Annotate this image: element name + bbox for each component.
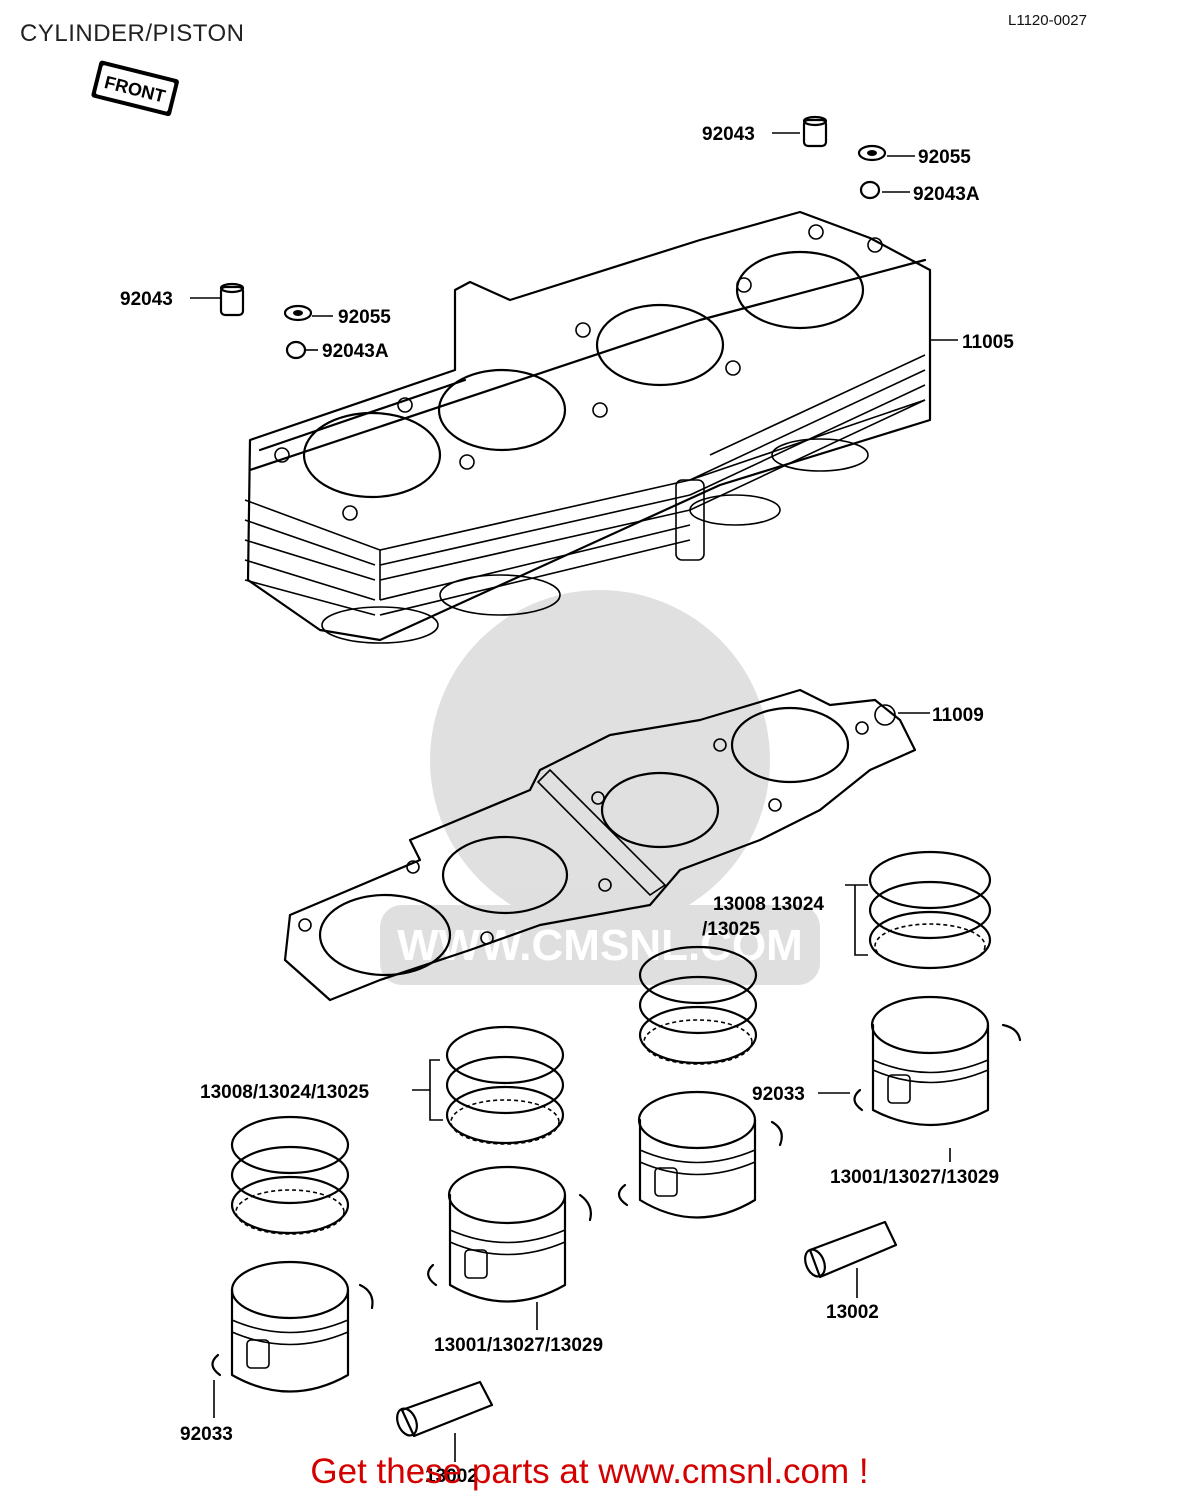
piston-far-left: [230, 1260, 350, 1393]
dowel-pin-left: [219, 282, 245, 317]
label-rings-right-a: 13008 13024: [713, 894, 824, 915]
piston-pin-right: [804, 1220, 898, 1279]
label-92043a-left: 92043A: [322, 341, 389, 362]
svg-text:WWW.CMSNL.COM: WWW.CMSNL.COM: [397, 921, 803, 970]
circlips: [211, 1023, 1022, 1377]
dowel-pin-top: [802, 115, 828, 148]
leader-lines: [190, 132, 958, 1462]
label-piston-mid: 13001/13027/13029: [434, 1335, 603, 1356]
label-11005: 11005: [962, 332, 1014, 353]
label-92055-left: 92055: [338, 307, 391, 328]
label-clip-left: 92033: [180, 1424, 233, 1445]
oring-left: [285, 340, 307, 360]
label-clip-right: 92033: [752, 1084, 805, 1105]
label-11009: 11009: [932, 705, 984, 726]
piston-mid: [637, 1090, 757, 1219]
cylinder-block: [244, 210, 932, 644]
label-pin-left: 13002: [425, 1466, 478, 1487]
piston-rings-far-left: [230, 1115, 350, 1235]
label-92043a-top: 92043A: [913, 184, 980, 205]
seal-left: [283, 304, 313, 322]
diagram-title: CYLINDER/PISTON: [20, 20, 245, 47]
cylinder-gasket: [283, 688, 917, 1002]
part-labels: 92043 92055 92043A 92043 92055 92043A 11…: [120, 124, 1014, 1487]
footer-link[interactable]: Get these parts at www.cmsnl.com !: [310, 1452, 869, 1491]
piston-left: [447, 1165, 567, 1303]
label-92055-top: 92055: [918, 147, 971, 168]
label-piston-right: 13001/13027/13029: [830, 1167, 999, 1188]
label-92043-top: 92043: [702, 124, 755, 145]
piston-rings-right: [868, 850, 992, 970]
front-tag: FRONT: [91, 60, 179, 117]
seal-top: [857, 144, 887, 162]
label-pin-right: 13002: [826, 1302, 879, 1323]
label-rings-left: 13008/13024/13025: [200, 1082, 369, 1103]
label-rings-right-b: /13025: [702, 919, 761, 940]
diagram-code: L1120-0027: [1008, 12, 1087, 29]
oring-top: [859, 180, 881, 200]
piston-right: [870, 995, 990, 1127]
label-92043-left: 92043: [120, 289, 173, 310]
watermark: WWW.CMSNL.COM: [380, 590, 820, 985]
piston-rings-mid: [638, 945, 758, 1065]
piston-pin-left: [396, 1380, 494, 1438]
piston-rings-left: [445, 1025, 565, 1145]
